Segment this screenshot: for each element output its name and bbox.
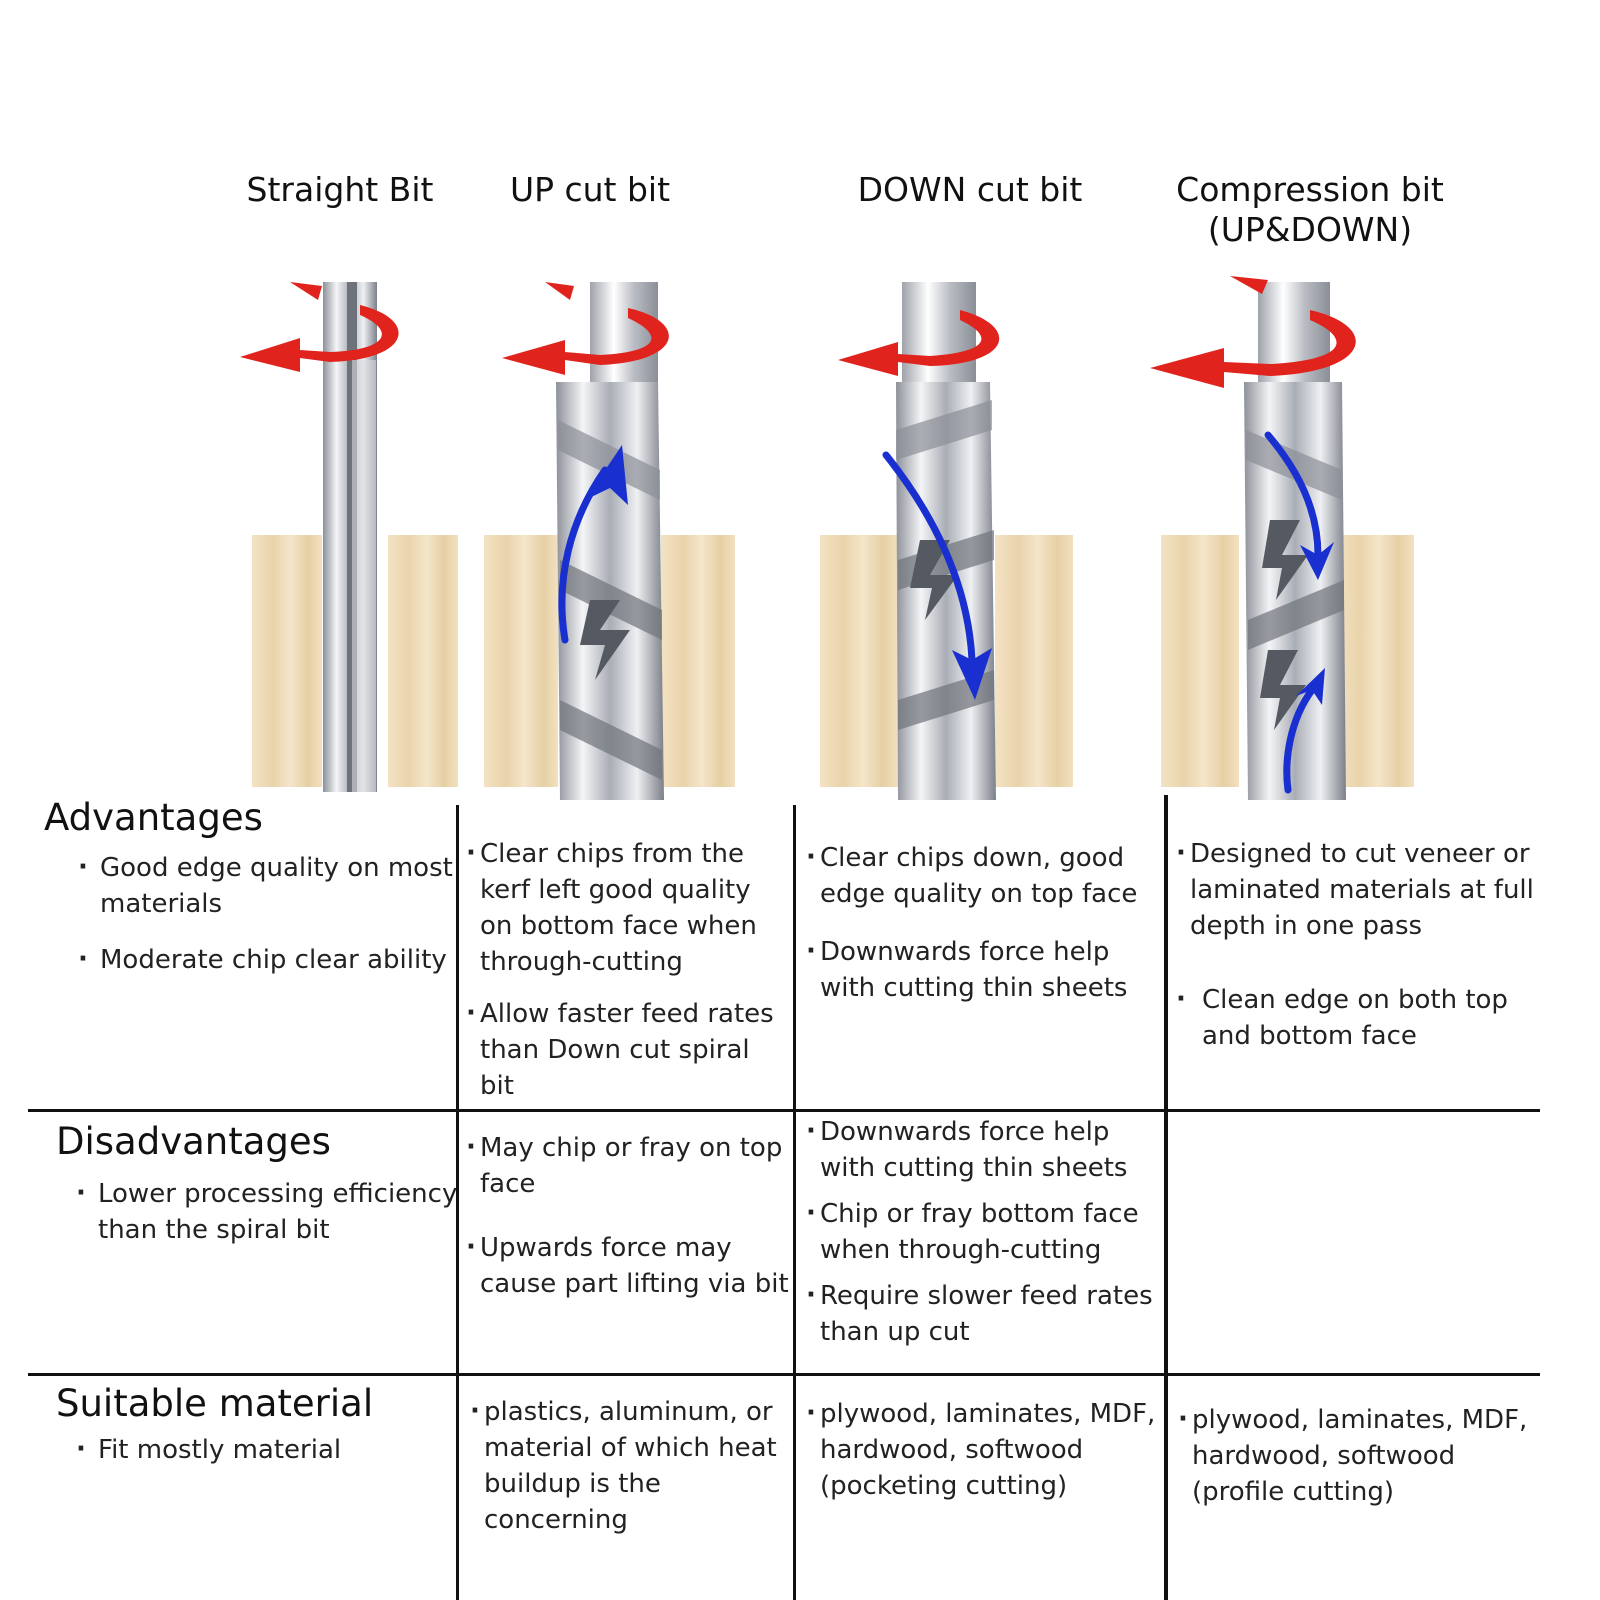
title-down-cut-bit: DOWN cut bit: [857, 170, 1083, 209]
list-item: Lower processing efficiency than the spi…: [76, 1175, 466, 1248]
up-cut-bit-shank: [556, 282, 664, 800]
horizontal-rule-1: [28, 1109, 1540, 1112]
rotation-arrow-icons: [240, 276, 1356, 388]
row-header-advantages: Advantages: [44, 796, 263, 839]
suitable-compression-list: plywood, laminates, MDF, hardwood, softw…: [1178, 1401, 1533, 1526]
list-item: May chip or fray on top face: [466, 1129, 791, 1202]
suitable-up-list: plastics, aluminum, or material of which…: [470, 1393, 788, 1554]
suitable-down-list: plywood, laminates, MDF, hardwood, softw…: [806, 1395, 1161, 1520]
list-item: Clear chips from the kerf left good qual…: [466, 835, 791, 980]
list-item: plywood, laminates, MDF, hardwood, softw…: [806, 1395, 1161, 1504]
title-up-cut-bit: UP cut bit: [509, 170, 671, 209]
list-item: Chip or fray bottom face when through-cu…: [806, 1195, 1161, 1268]
router-bit-illustrations: [240, 276, 1414, 800]
disadvantages-down-list: Downwards force help with cutting thin s…: [806, 1113, 1161, 1360]
list-item: Allow faster feed rates than Down cut sp…: [466, 995, 791, 1104]
list-item: Clean edge on both top and bottom face: [1176, 981, 1536, 1054]
disadvantages-up-list: May chip or fray on top face Upwards for…: [466, 1129, 791, 1318]
list-item: Clear chips down, good edge quality on t…: [806, 839, 1156, 912]
title-compression-bit: Compression bit (UP&DOWN): [1176, 170, 1444, 249]
advantages-up-list: Clear chips from the kerf left good qual…: [466, 835, 791, 1120]
vertical-rule-2: [793, 805, 796, 1600]
list-item: Require slower feed rates than up cut: [806, 1277, 1161, 1350]
wood-blocks: [252, 535, 1414, 787]
list-item: Designed to cut veneer or laminated mate…: [1176, 835, 1536, 944]
vertical-rule-3: [1164, 795, 1168, 1600]
list-item: plywood, laminates, MDF, hardwood, softw…: [1178, 1401, 1533, 1510]
horizontal-rule-2: [28, 1373, 1540, 1376]
advantages-down-list: Clear chips down, good edge quality on t…: [806, 839, 1156, 1022]
list-item: Downwards force help with cutting thin s…: [806, 1113, 1161, 1186]
list-item: plastics, aluminum, or material of which…: [470, 1393, 788, 1538]
list-item: Good edge quality on most materials: [78, 849, 468, 922]
advantages-straight-list: Good edge quality on most materials Mode…: [64, 849, 468, 994]
suitable-straight-list: Fit mostly material: [62, 1431, 466, 1484]
list-item: Upwards force may cause part lifting via…: [466, 1229, 791, 1302]
title-straight-bit: Straight Bit: [246, 170, 434, 209]
disadvantages-straight-list: Lower processing efficiency than the spi…: [62, 1175, 466, 1264]
list-item: Fit mostly material: [76, 1431, 466, 1468]
list-item: Moderate chip clear ability: [78, 941, 468, 978]
advantages-compression-list: Designed to cut veneer or laminated mate…: [1176, 835, 1536, 1070]
straight-bit-shank: [323, 282, 377, 792]
chip-flow-arrowheads: [585, 445, 1334, 705]
row-header-suitable-material: Suitable material: [56, 1382, 374, 1425]
row-header-disadvantages: Disadvantages: [56, 1120, 331, 1163]
list-item: Downwards force help with cutting thin s…: [806, 933, 1156, 1006]
